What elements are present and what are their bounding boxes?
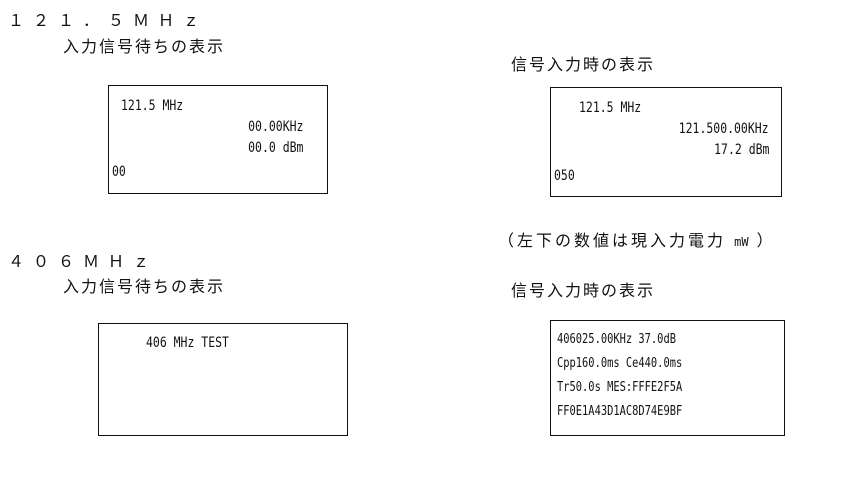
- caption-406-active: 信号入力時の表示: [511, 281, 656, 300]
- display-121-idle-line-1: 121.5 MHz: [121, 98, 184, 114]
- power-note: （左下の数値は現入力電力 mW ）: [498, 232, 776, 251]
- caption-121-idle: 入力信号待ちの表示: [63, 37, 226, 56]
- heading-406mhz: ４０６ＭＨｚ: [8, 252, 159, 271]
- power-note-suffix: ）: [756, 231, 776, 250]
- display-406-active-line-2: Cpp160.0ms Ce440.0ms: [557, 356, 683, 371]
- display-406-active: 406025.00KHz 37.0dB Cpp160.0ms Ce440.0ms…: [550, 320, 785, 436]
- display-121-idle-line-3: 00.0 dBm: [247, 140, 303, 156]
- heading-121-5mhz: １２１．５ＭＨｚ: [8, 11, 209, 30]
- caption-121-active: 信号入力時の表示: [511, 55, 656, 74]
- display-406-active-line-4: FF0E1A43D1AC8D74E9BF: [557, 404, 683, 419]
- display-121-active: 121.5 MHz 121.500.00KHz 17.2 dBm 050: [550, 87, 782, 197]
- display-121-active-line-2: 121.500.00KHz: [679, 121, 769, 137]
- caption-406-idle: 入力信号待ちの表示: [63, 277, 226, 296]
- display-121-active-line-3: 17.2 dBm: [713, 142, 769, 158]
- display-121-active-line-1: 121.5 MHz: [579, 100, 642, 116]
- power-note-prefix: （左下の数値は現入力電力: [498, 231, 727, 250]
- display-406-idle-line-1: 406 MHz TEST: [146, 335, 229, 351]
- power-note-unit: mW: [734, 235, 749, 249]
- display-121-idle-line-2: 00.00KHz: [247, 119, 303, 135]
- display-121-idle-line-4: 00: [112, 164, 126, 180]
- display-406-active-line-1: 406025.00KHz 37.0dB: [557, 332, 676, 347]
- display-406-active-line-3: Tr50.0s MES:FFFE2F5A: [557, 380, 683, 395]
- display-406-idle: 406 MHz TEST: [98, 323, 348, 436]
- display-121-idle: 121.5 MHz 00.00KHz 00.0 dBm 00: [108, 85, 328, 194]
- display-121-active-line-4: 050: [554, 168, 575, 184]
